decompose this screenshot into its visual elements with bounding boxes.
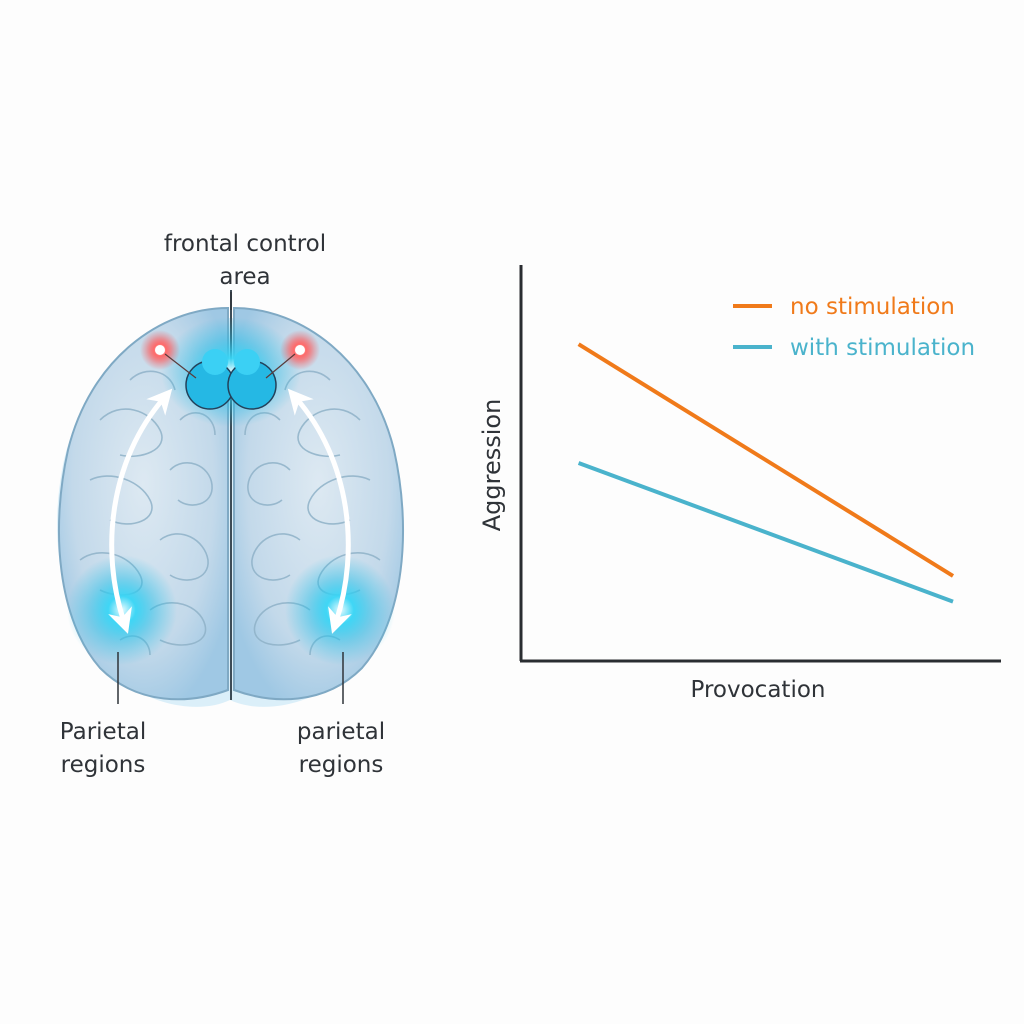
series-line-no-stimulation bbox=[577, 342, 955, 578]
stimulation-wire-right bbox=[265, 353, 296, 379]
legend-label-no-stimulation: no stimulation bbox=[790, 294, 955, 320]
parietal-left-line2: regions bbox=[60, 752, 146, 778]
parietal-left-line1: Parietal bbox=[59, 719, 147, 745]
stimulation-wire-left bbox=[164, 353, 197, 379]
parietal-right-label: parietal regions bbox=[266, 716, 416, 782]
legend: no stimulation with stimulation bbox=[733, 294, 975, 361]
parietal-right-line2: regions bbox=[298, 752, 384, 778]
frontal-label-line1: frontal control bbox=[163, 231, 327, 257]
stimulation-point-left bbox=[155, 345, 165, 355]
parietal-right-line1: parietal bbox=[296, 719, 386, 745]
y-axis-label: Aggression bbox=[478, 399, 506, 532]
series-layer bbox=[577, 342, 955, 604]
series-line-with-stimulation bbox=[577, 461, 954, 604]
connection-arrow-left bbox=[108, 388, 173, 634]
stimulation-point-right bbox=[295, 345, 305, 355]
parietal-left-label: Parietal regions bbox=[28, 716, 178, 782]
connection-arrow-right bbox=[287, 388, 352, 634]
frontal-label-line2: area bbox=[219, 264, 271, 290]
frontal-control-area-label: frontal control area bbox=[130, 228, 360, 294]
frontal-node-right bbox=[234, 349, 260, 375]
legend-label-with-stimulation: with stimulation bbox=[790, 335, 975, 361]
x-axis-label: Provocation bbox=[691, 677, 826, 703]
frontal-node-left bbox=[202, 349, 228, 375]
